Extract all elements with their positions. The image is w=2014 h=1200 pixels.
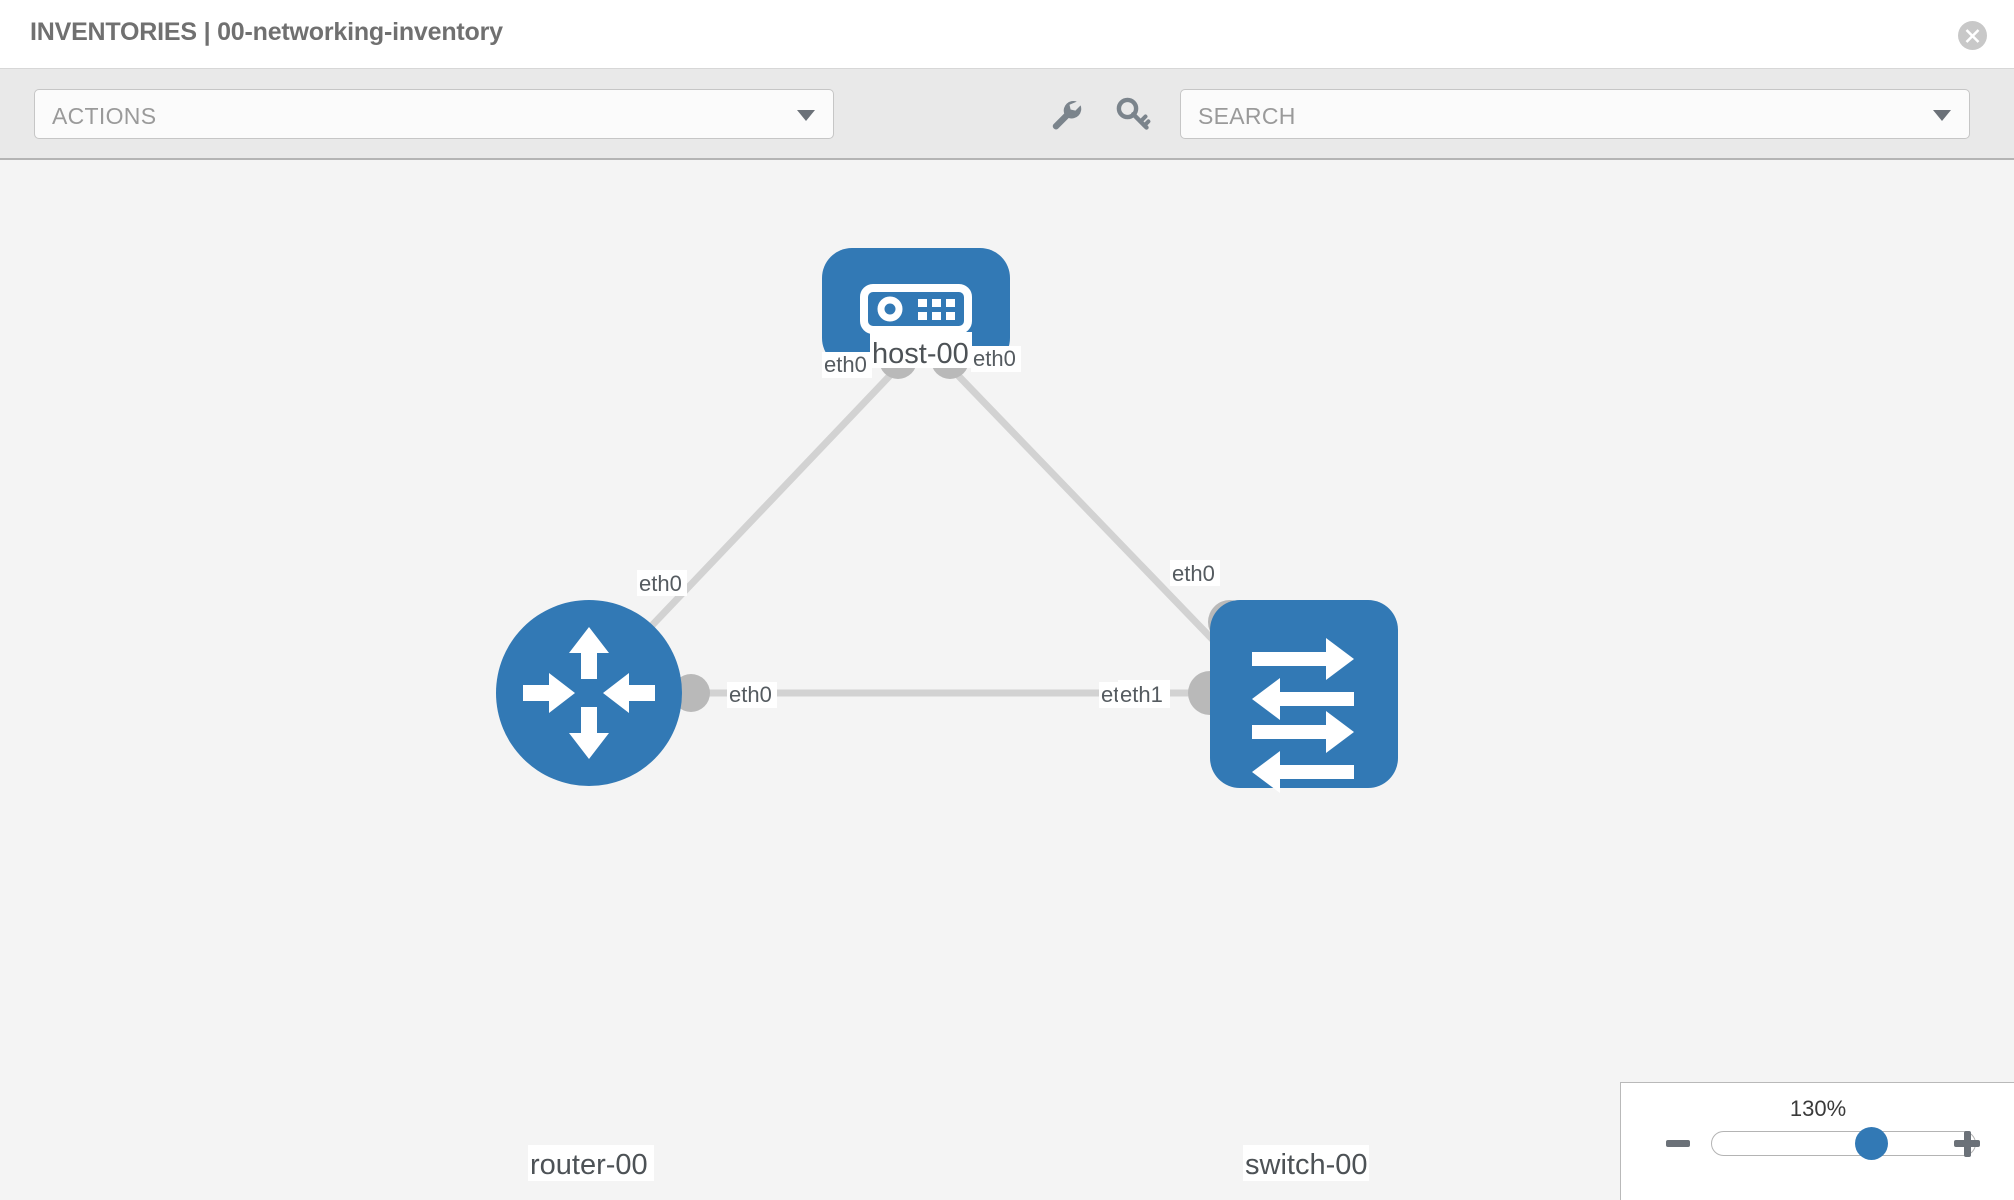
svg-text:eth0: eth0 <box>973 346 1016 371</box>
node-router-00[interactable] <box>496 600 682 786</box>
page-title: INVENTORIES | 00-networking-inventory <box>30 18 503 46</box>
zoom-control-panel: 130% <box>1620 1082 2014 1200</box>
edge-label-router-up: eth0 <box>637 570 687 596</box>
zoom-slider-track[interactable] <box>1711 1127 1976 1160</box>
chevron-down-icon <box>797 110 815 121</box>
svg-text:eth0: eth0 <box>824 352 867 377</box>
chevron-down-icon[interactable] <box>1933 110 1951 121</box>
host-server-icon <box>860 284 972 334</box>
edge-label-switch-left-b: eth1 <box>1118 680 1170 708</box>
topology-graph: eth0 eth0 host-00 eth0 eth0 eth0 <box>496 248 1398 1181</box>
svg-text:eth0: eth0 <box>1172 561 1215 586</box>
node-label-host-00: host-00 <box>870 332 972 370</box>
edge-label-router-right: eth0 <box>727 682 777 708</box>
node-label-switch-00: switch-00 <box>1243 1145 1369 1181</box>
search-input[interactable]: SEARCH <box>1180 89 1970 139</box>
page-header: INVENTORIES | 00-networking-inventory <box>0 0 2014 69</box>
zoom-out-button[interactable] <box>1666 1140 1690 1147</box>
close-icon[interactable] <box>1958 21 1987 50</box>
edge-label-host-left: eth0 <box>822 352 872 378</box>
node-switch-00[interactable] <box>1210 600 1398 793</box>
toolbar: ACTIONS SEARCH <box>0 69 2014 160</box>
zoom-in-button[interactable] <box>1954 1131 1980 1157</box>
edge-host-switch[interactable] <box>945 362 1243 671</box>
svg-text:switch-00: switch-00 <box>1245 1149 1368 1181</box>
node-label-router-00: router-00 <box>528 1145 654 1181</box>
actions-dropdown[interactable]: ACTIONS <box>34 89 834 139</box>
search-placeholder: SEARCH <box>1198 103 1296 129</box>
svg-text:eth1: eth1 <box>1120 682 1163 707</box>
topology-canvas[interactable]: eth0 eth0 host-00 eth0 eth0 eth0 <box>0 160 2014 1200</box>
zoom-level-value: 130% <box>1789 1096 1847 1121</box>
key-icon[interactable] <box>1114 95 1152 133</box>
router-arrows-icon <box>523 627 655 759</box>
actions-dropdown-label: ACTIONS <box>52 103 157 129</box>
switch-arrows-icon <box>1252 638 1354 793</box>
wrench-icon[interactable] <box>1046 95 1084 133</box>
svg-text:host-00: host-00 <box>872 338 969 370</box>
svg-text:router-00: router-00 <box>530 1149 648 1181</box>
svg-text:eth0: eth0 <box>639 571 682 596</box>
edge-label-host-right: eth0 <box>971 346 1021 372</box>
svg-text:eth0: eth0 <box>729 682 772 707</box>
zoom-slider-thumb[interactable] <box>1854 1127 1888 1160</box>
edge-label-switch-up: eth0 <box>1170 560 1220 586</box>
